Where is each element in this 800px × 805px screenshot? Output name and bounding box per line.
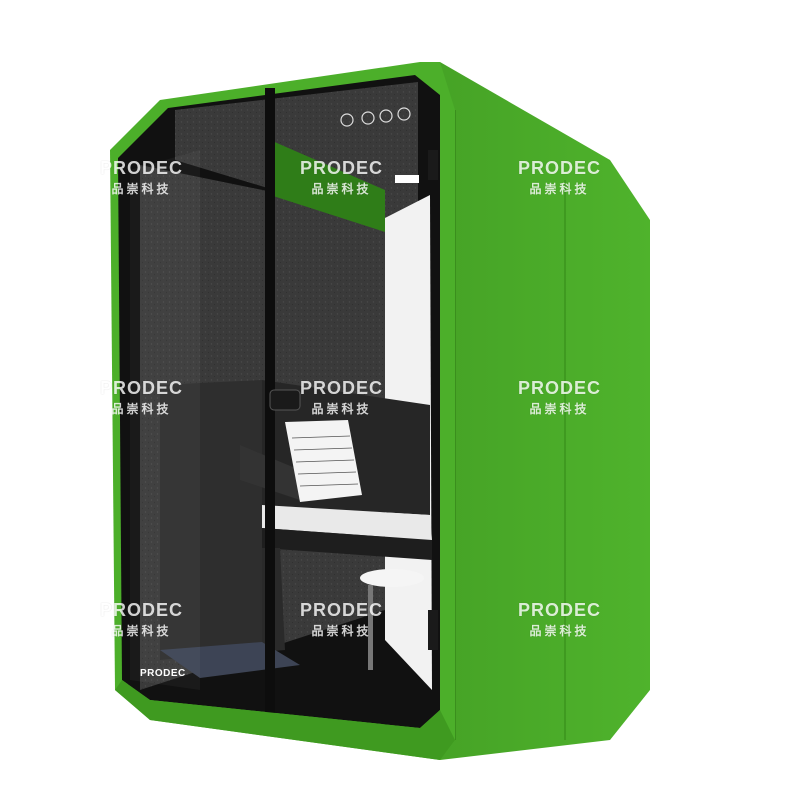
booth-logo: PRODEC [140, 668, 186, 679]
power-icon [340, 113, 354, 127]
piano-side [160, 380, 262, 660]
stool-leg [368, 585, 373, 670]
keybed [262, 528, 432, 560]
booth-base [115, 680, 455, 760]
light-icon [379, 109, 393, 123]
brightness-icon [397, 107, 411, 121]
glass-reflection [130, 150, 200, 690]
ceiling-light [395, 175, 419, 183]
stool-seat [360, 569, 424, 587]
piano-keys [262, 505, 432, 540]
door-handle[interactable] [269, 389, 301, 411]
control-panel [340, 107, 411, 127]
hinge-top [428, 150, 438, 180]
piano-stool [360, 569, 424, 670]
hinge-bottom [428, 610, 438, 650]
booth-side-panel [440, 62, 650, 760]
ceiling-strip [270, 140, 385, 232]
fan-icon [361, 111, 375, 125]
